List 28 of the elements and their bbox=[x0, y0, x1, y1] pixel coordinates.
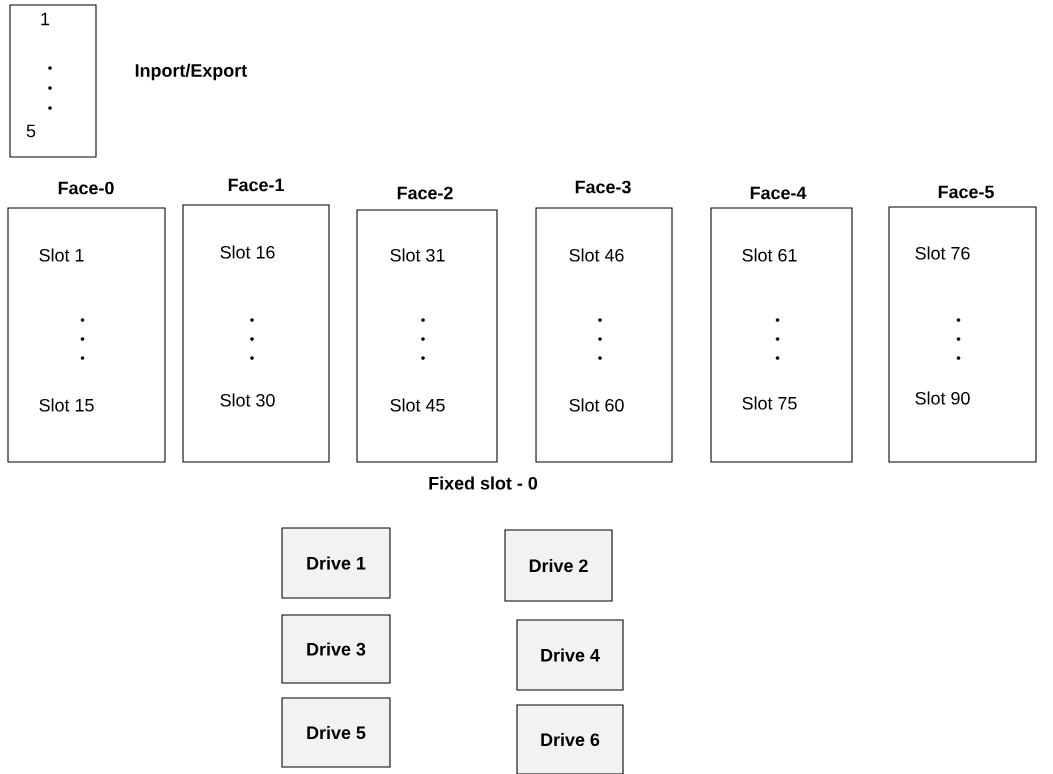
section-heading: Inport/Export bbox=[135, 63, 247, 81]
slot-label: Slot 60 bbox=[569, 398, 624, 412]
face-heading: Face-0 bbox=[58, 181, 114, 195]
face-heading: Face-2 bbox=[397, 186, 453, 200]
slot-label: Slot 31 bbox=[390, 248, 445, 262]
slot-label: Slot 75 bbox=[742, 396, 797, 410]
slot-number: 5 bbox=[26, 124, 36, 138]
drive-box: Drive 1 bbox=[281, 527, 391, 599]
face-heading: Face-5 bbox=[938, 185, 994, 199]
drive-box: Drive 3 bbox=[281, 614, 391, 684]
slot-label: Slot 45 bbox=[390, 398, 445, 412]
slot-label: Slot 76 bbox=[915, 246, 970, 260]
slot-label: Slot 16 bbox=[220, 245, 275, 259]
slot-label: Slot 15 bbox=[39, 398, 94, 412]
face-heading: Face-3 bbox=[575, 180, 631, 194]
slot-label: Slot 90 bbox=[915, 391, 970, 405]
drive-box: Drive 2 bbox=[504, 529, 613, 602]
slot-label: Slot 1 bbox=[39, 248, 84, 262]
face-heading: Face-1 bbox=[228, 178, 284, 192]
slot-number: 1 bbox=[41, 12, 50, 26]
drive-box: Drive 5 bbox=[281, 697, 391, 768]
slot-label: Slot 30 bbox=[220, 393, 275, 407]
slot-label: Slot 46 bbox=[569, 248, 624, 262]
drive-box: Drive 6 bbox=[516, 704, 624, 774]
face-heading: Face-4 bbox=[750, 186, 807, 200]
slot-label: Slot 61 bbox=[742, 248, 797, 262]
drive-box: Drive 4 bbox=[516, 619, 624, 691]
group-heading: Fixed slot - 0 bbox=[429, 476, 538, 490]
